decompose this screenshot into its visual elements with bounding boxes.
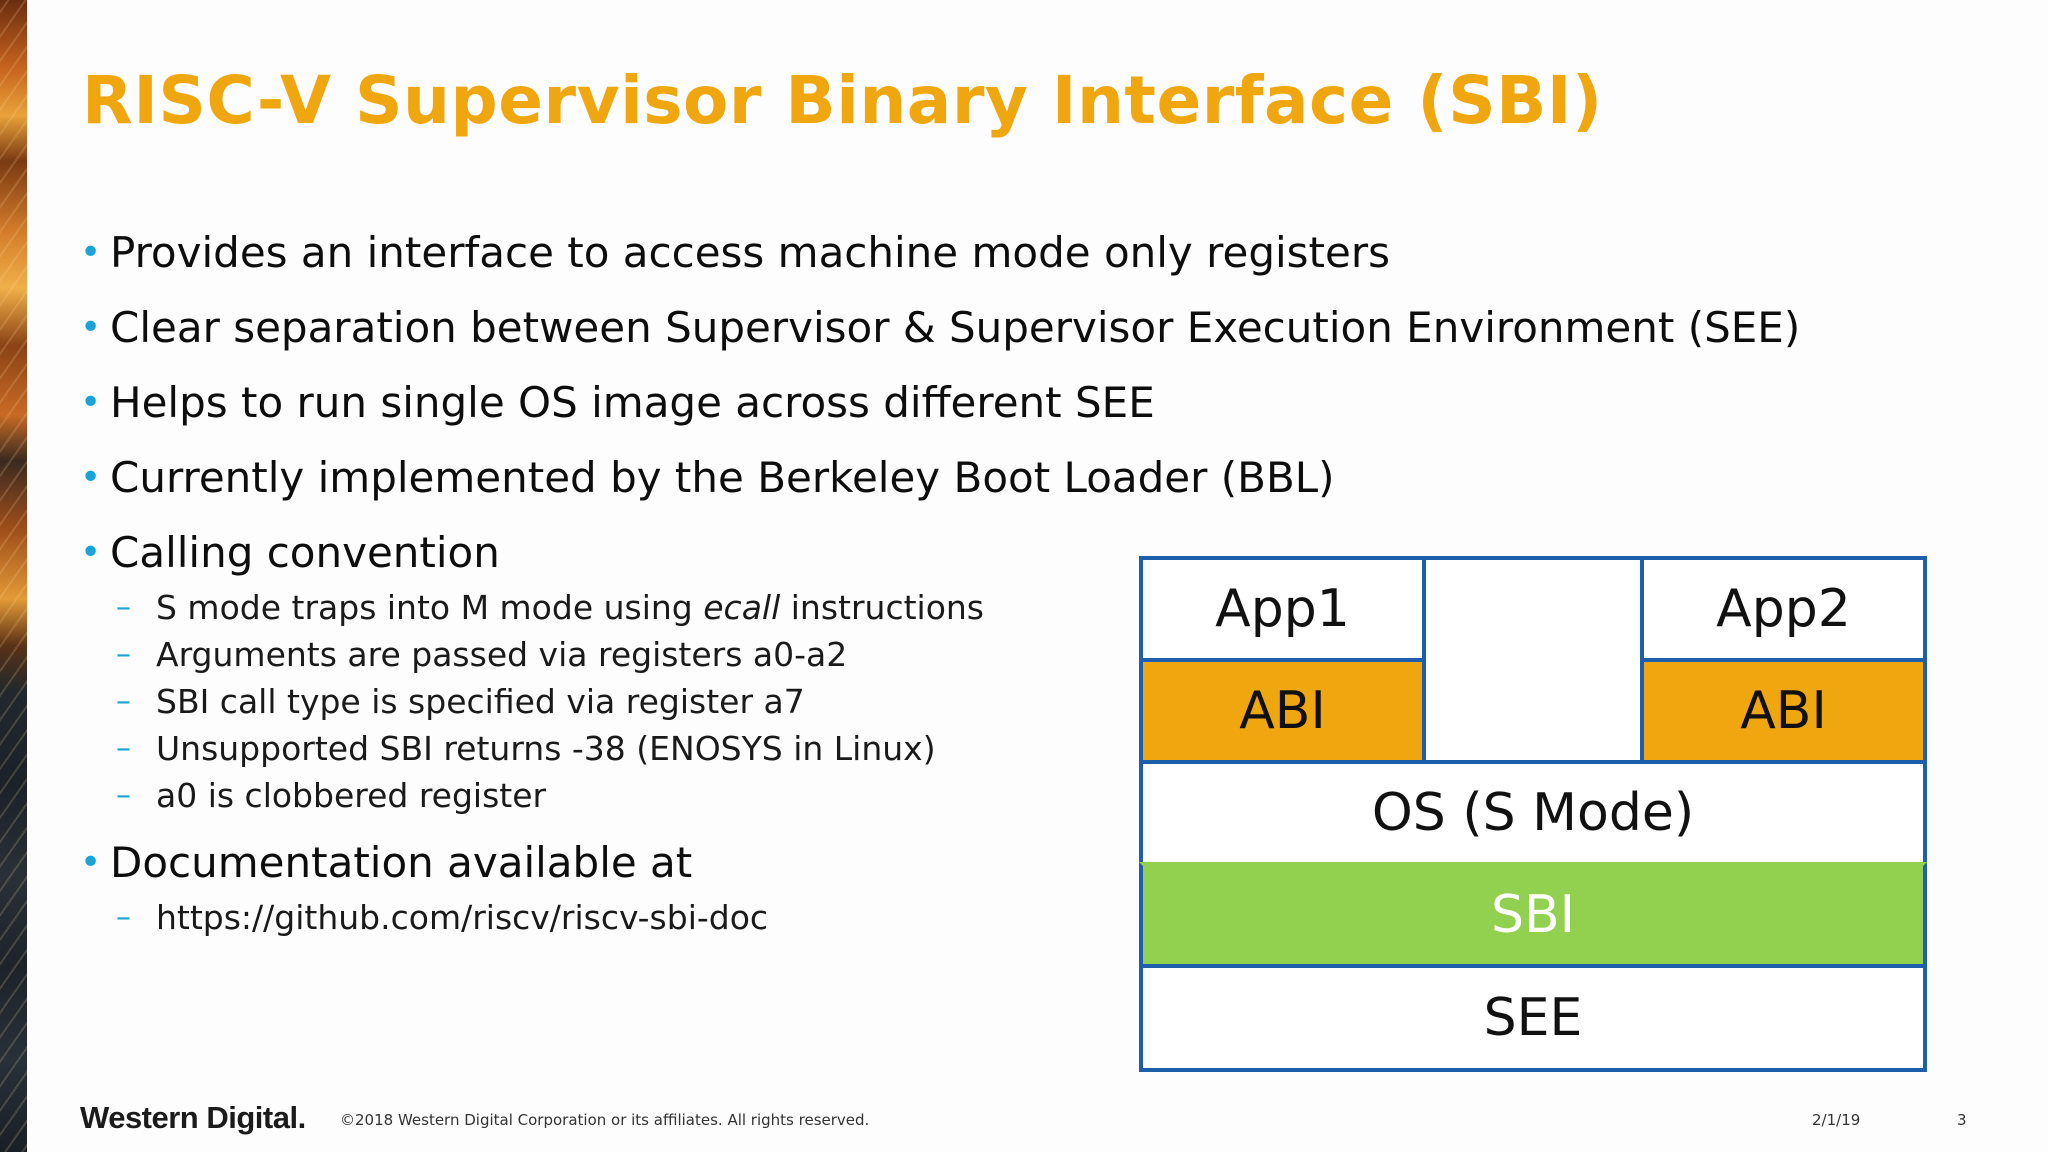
- sub-bullet-text: instructions: [780, 588, 985, 627]
- sub-bullet-item: – Arguments are passed via registers a0-…: [80, 635, 1180, 675]
- documentation-link[interactable]: https://github.com/riscv/riscv-sbi-doc: [156, 898, 769, 937]
- sub-bullet-text: S mode traps into M mode using: [156, 588, 704, 627]
- sub-bullet-dash-icon: –: [116, 731, 131, 766]
- bullet-item: • Currently implemented by the Berkeley …: [80, 453, 1335, 503]
- bullet-dot-icon: •: [80, 307, 102, 348]
- sub-bullet-text: Unsupported SBI returns -38 (ENOSYS in L…: [156, 729, 936, 768]
- diagram-box-abi-right: ABI: [1640, 658, 1927, 764]
- bullet-text: Calling convention: [110, 528, 500, 577]
- diagram-box-gap: [1422, 556, 1644, 766]
- bullet-text: Provides an interface to access machine …: [110, 228, 1390, 277]
- sub-bullet-emphasis: ecall: [703, 588, 781, 627]
- western-digital-logo: Western Digital.: [80, 1100, 306, 1135]
- diagram-box-see: SEE: [1139, 964, 1927, 1072]
- sub-bullet-text: a0 is clobbered register: [156, 776, 547, 815]
- sub-bullet-text: Arguments are passed via registers a0-a2: [156, 635, 848, 674]
- sub-bullet-dash-icon: –: [116, 590, 131, 625]
- sub-bullet-dash-icon: –: [116, 900, 131, 935]
- decorative-side-strip: [0, 0, 27, 1152]
- bullet-dot-icon: •: [80, 842, 102, 883]
- diagram-box-abi-left: ABI: [1139, 658, 1426, 764]
- bullet-item: • Helps to run single OS image across di…: [80, 378, 1180, 428]
- bullet-item: • Clear separation between Supervisor & …: [80, 303, 1800, 353]
- bullet-dot-icon: •: [80, 382, 102, 423]
- bullet-text: Documentation available at: [110, 838, 693, 887]
- sub-bullet-item: – Unsupported SBI returns -38 (ENOSYS in…: [80, 729, 1180, 769]
- diagram-box-app2: App2: [1640, 556, 1927, 662]
- bullet-dot-icon: •: [80, 457, 102, 498]
- sub-bullet-dash-icon: –: [116, 684, 131, 719]
- sub-bullet-item: – SBI call type is specified via registe…: [80, 682, 1180, 722]
- footer-date: 2/1/19: [1812, 1111, 1861, 1129]
- footer-page-number: 3: [1957, 1111, 1967, 1129]
- footer-copyright: ©2018 Western Digital Corporation or its…: [340, 1111, 870, 1129]
- diagram-box-sbi: SBI: [1139, 862, 1927, 968]
- bullet-text: Helps to run single OS image across diff…: [110, 378, 1155, 427]
- sub-bullet-text: SBI call type is specified via register …: [156, 682, 805, 721]
- bullet-dot-icon: •: [80, 532, 102, 573]
- bullet-item: • Provides an interface to access machin…: [80, 228, 1390, 278]
- bullet-dot-icon: •: [80, 232, 102, 273]
- sub-bullet-dash-icon: –: [116, 778, 131, 813]
- bullet-text: Currently implemented by the Berkeley Bo…: [110, 453, 1335, 502]
- bullet-item: • Calling convention: [80, 528, 1180, 578]
- bullet-list: • Provides an interface to access machin…: [80, 228, 1800, 945]
- sub-bullet-item: – a0 is clobbered register: [80, 776, 1180, 816]
- diagram-box-os: OS (S Mode): [1139, 760, 1927, 866]
- bullet-text: Clear separation between Supervisor & Su…: [110, 303, 1801, 352]
- diagram-box-app1: App1: [1139, 556, 1426, 662]
- bullet-item: • Documentation available at: [80, 838, 1180, 888]
- sub-bullet-item: – https://github.com/riscv/riscv-sbi-doc: [80, 898, 1180, 938]
- sub-bullet-item: – S mode traps into M mode using ecall i…: [80, 588, 1180, 628]
- sbi-layer-diagram: App1 App2 ABI ABI OS (S Mode) SBI SEE: [1139, 556, 1927, 1072]
- sub-bullet-dash-icon: –: [116, 637, 131, 672]
- slide-title: RISC-V Supervisor Binary Interface (SBI): [82, 62, 1603, 139]
